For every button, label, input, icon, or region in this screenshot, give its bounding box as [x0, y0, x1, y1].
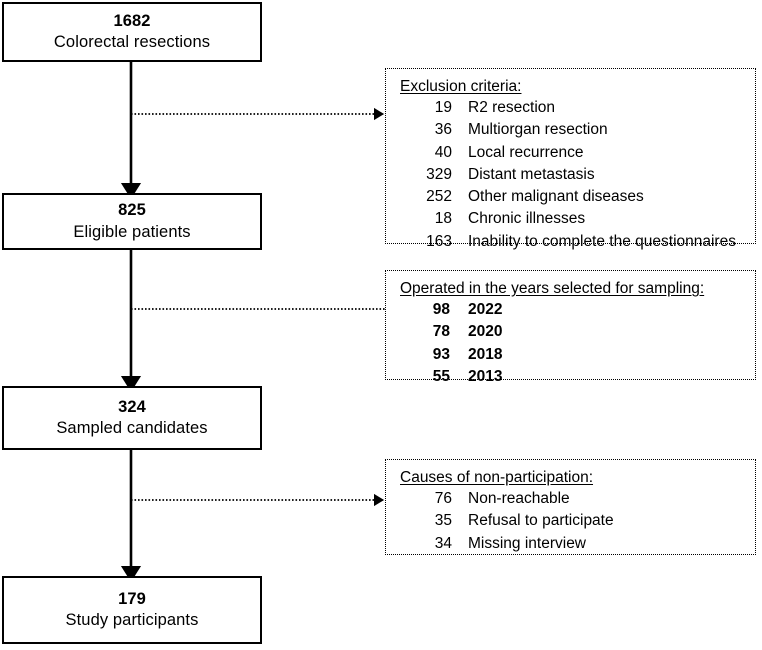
- note-row: 163 Inability to complete the questionna…: [400, 233, 745, 255]
- note-label: Other malignant diseases: [468, 188, 644, 206]
- note-label: 2020: [468, 323, 503, 341]
- note-list: 19 R2 resection 36 Multiorgan resection …: [400, 99, 745, 255]
- note-count: 76: [434, 490, 452, 507]
- note-count: 34: [434, 534, 452, 552]
- note-label: R2 resection: [468, 99, 556, 116]
- note-row: 36 Multiorgan resection: [400, 121, 745, 143]
- note-row: 40 Local recurrence: [400, 144, 745, 166]
- note-row: 98 2022: [400, 301, 745, 323]
- flow-node-sampled-candidates: 324 Sampled candidates: [2, 386, 262, 450]
- flow-node-count: 1682: [113, 11, 151, 30]
- note-title: Exclusion criteria:: [400, 78, 522, 95]
- note-list: 98 2022 78 2020 93 2018 55 2013: [400, 301, 745, 390]
- note-label: Local recurrence: [468, 143, 584, 161]
- note-row: 55 2013: [400, 368, 745, 390]
- note-count: 252: [426, 188, 452, 206]
- note-count: 35: [434, 512, 452, 530]
- flow-node-caption: Colorectal resections: [53, 33, 211, 51]
- note-row: 76 Non-reachable: [400, 490, 745, 512]
- flow-node-count: 179: [118, 589, 146, 608]
- note-row: 78 2020: [400, 323, 745, 345]
- note-count: 18: [434, 210, 452, 228]
- note-count: 36: [434, 121, 452, 139]
- note-list: 76 Non-reachable 35 Refusal to participa…: [400, 490, 745, 557]
- note-label: 2013: [468, 367, 503, 385]
- note-row: 93 2018: [400, 346, 745, 368]
- note-label: Non-reachable: [468, 490, 570, 507]
- note-row: 34 Missing interview: [400, 535, 745, 557]
- note-count: 19: [434, 99, 452, 116]
- note-title: Causes of non-participation:: [400, 469, 594, 486]
- note-count: 78: [432, 323, 450, 341]
- note-label: Missing interview: [468, 534, 587, 552]
- note-count: 98: [432, 301, 450, 318]
- note-title: Operated in the years selected for sampl…: [400, 280, 705, 297]
- note-row: 18 Chronic illnesses: [400, 210, 745, 232]
- note-label: Multiorgan resection: [468, 121, 608, 139]
- note-row: 329 Distant metastasis: [400, 166, 745, 188]
- note-label: Refusal to participate: [468, 512, 614, 530]
- flow-node-caption: Study participants: [65, 611, 199, 629]
- note-label: Chronic illnesses: [468, 210, 586, 228]
- note-count: 163: [426, 232, 452, 250]
- note-label: Inability to complete the questionnaires: [468, 232, 736, 250]
- note-box-sampling-years: Operated in the years selected for sampl…: [385, 270, 756, 385]
- note-label: 2018: [468, 345, 503, 363]
- note-box-exclusion-criteria: Exclusion criteria: 19 R2 resection 36 M…: [385, 68, 756, 250]
- flow-node-caption: Eligible patients: [73, 222, 191, 241]
- note-row: 19 R2 resection: [400, 99, 745, 121]
- note-count: 93: [432, 345, 450, 363]
- note-box-non-participation-causes: Causes of non-participation: 76 Non-reac…: [385, 459, 756, 555]
- flow-node-count: 324: [118, 397, 146, 416]
- flow-node-caption: Sampled candidates: [56, 419, 208, 437]
- note-label: 2022: [468, 301, 503, 318]
- note-count: 40: [434, 143, 452, 161]
- note-count: 55: [432, 367, 450, 385]
- note-row: 35 Refusal to participate: [400, 512, 745, 534]
- note-count: 329: [426, 165, 452, 183]
- flow-node-count: 825: [118, 201, 146, 220]
- flow-node-colorectal-resections: 1682 Colorectal resections: [2, 2, 262, 62]
- flow-node-eligible-patients: 825 Eligible patients: [2, 193, 262, 250]
- note-row: 252 Other malignant diseases: [400, 188, 745, 210]
- note-label: Distant metastasis: [468, 165, 595, 183]
- flow-node-study-participants: 179 Study participants: [2, 576, 262, 644]
